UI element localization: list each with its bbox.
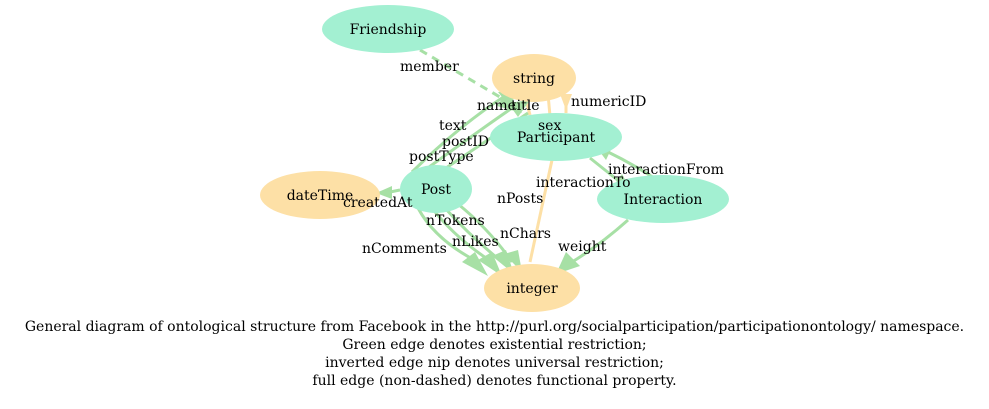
arrowhead-string-participant (560, 94, 572, 110)
label-interactionfrom: interactionFrom (608, 162, 724, 178)
svg-text:Participant: Participant (517, 130, 596, 146)
arrowhead-postid (508, 100, 530, 117)
label-sex: sex (538, 118, 561, 134)
edge-text (410, 94, 506, 174)
node-interaction[interactable]: Interaction (597, 175, 729, 223)
diagram-caption: General diagram of ontological structure… (0, 318, 989, 390)
label-nposts: nPosts (497, 191, 543, 207)
arrowhead-ncomments (462, 252, 488, 276)
node-friendship[interactable]: Friendship (322, 5, 454, 53)
label-posttype: postType (409, 149, 474, 165)
caption-line-4: full edge (non-dashed) denotes functiona… (312, 373, 677, 389)
label-interactionto: interactionTo (536, 175, 631, 191)
edge-weight (571, 218, 629, 264)
label-ncomments: nComments (362, 241, 447, 257)
label-createdat: createdAt (343, 195, 413, 211)
node-post[interactable]: Post (400, 165, 472, 213)
caption-line-2: Green edge denotes existential restricti… (342, 337, 647, 353)
label-text: text (439, 118, 467, 134)
svg-text:Post: Post (421, 182, 451, 198)
label-postid: postID (442, 134, 489, 150)
node-datetime[interactable]: dateTime (260, 171, 380, 219)
caption-line-1: General diagram of ontological structure… (24, 319, 965, 335)
node-integer[interactable]: integer (484, 264, 580, 312)
edge-nposts (528, 159, 554, 263)
svg-text:dateTime: dateTime (287, 188, 354, 204)
edge-postid (424, 104, 516, 172)
label-weight: weight (558, 239, 607, 255)
arrowhead-ntokens (478, 252, 502, 276)
edge-interactionto (589, 156, 621, 184)
label-ntokens: nTokens (426, 213, 485, 229)
caption-line-3: inverted edge nip denotes universal rest… (325, 355, 664, 371)
label-nchars: nChars (500, 226, 551, 242)
arrowhead-createdat (376, 186, 392, 199)
ontology-diagram: Friendship string Participant dateTime P… (260, 5, 729, 312)
arrowhead-weight (556, 252, 580, 274)
svg-text:Interaction: Interaction (624, 192, 703, 208)
label-name: name (477, 98, 516, 114)
svg-text:integer: integer (506, 281, 558, 297)
label-nlikes: nLikes (452, 234, 499, 250)
edge-member (419, 48, 506, 102)
node-participant[interactable]: Participant (490, 113, 622, 161)
label-numericid: numericID (571, 94, 646, 110)
label-title: title (511, 98, 540, 114)
edge-labels: member name title numericID text sex pos… (343, 59, 724, 257)
node-string[interactable]: string (492, 54, 576, 102)
svg-text:Friendship: Friendship (350, 22, 427, 38)
label-member: member (400, 59, 459, 75)
svg-text:string: string (513, 71, 555, 87)
